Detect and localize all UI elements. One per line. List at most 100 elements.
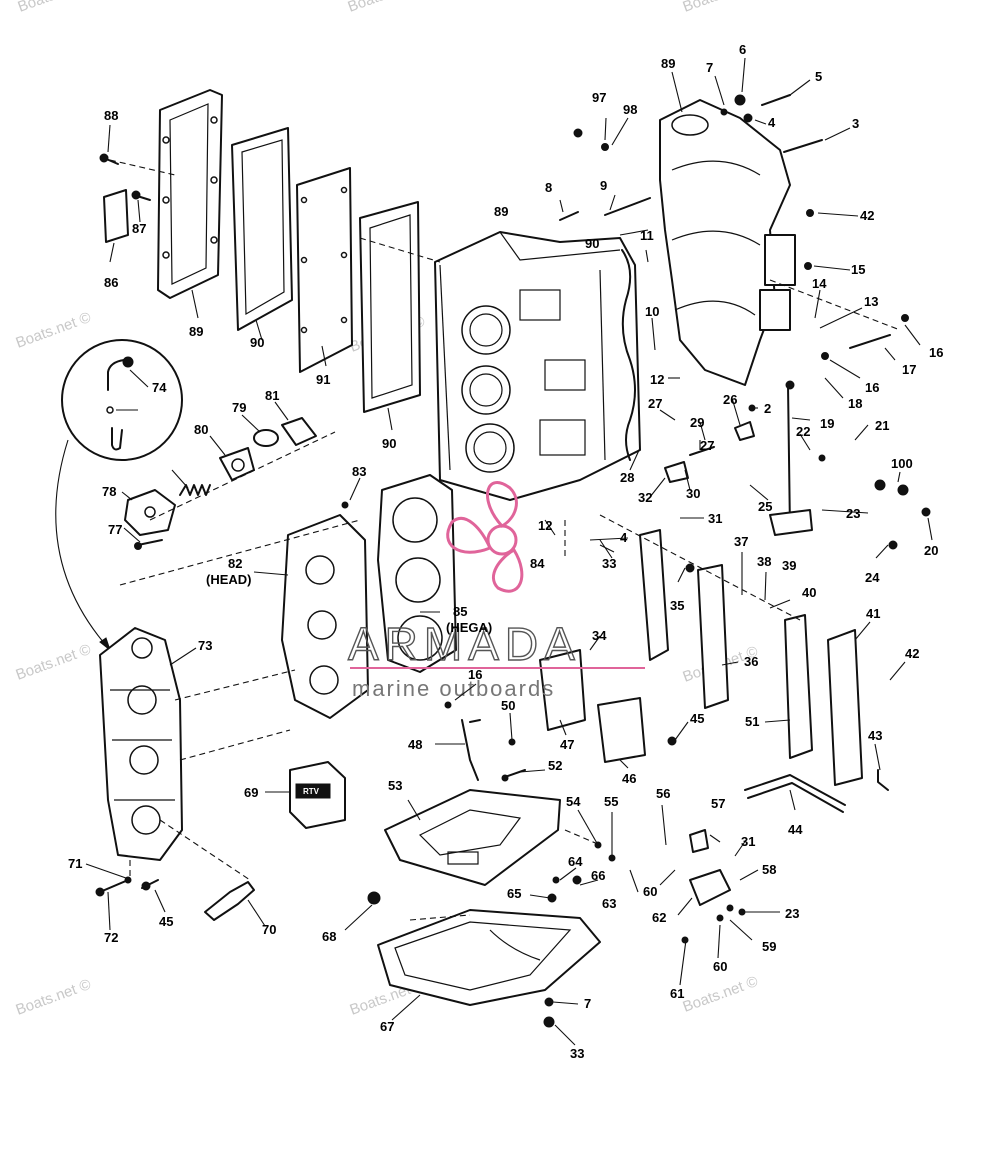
crankcase-cover-97	[659, 99, 796, 386]
callout-16-left: 16	[468, 667, 482, 682]
callout-16-right: 16	[929, 345, 943, 360]
callout-101: 98	[623, 102, 637, 117]
callout-44: 43	[868, 728, 882, 743]
plate-36-41-42	[639, 529, 863, 786]
rtv-box-69: RTV	[289, 761, 346, 829]
callout-27-top: 27	[648, 396, 662, 411]
callout-16-mid: 16	[865, 380, 879, 395]
callout-22: 22	[796, 424, 810, 439]
exhaust-cover-89	[157, 89, 223, 299]
gasket-79	[253, 429, 279, 447]
callout-34: 34	[592, 628, 607, 643]
callout-67: 67	[380, 1019, 394, 1034]
callout-9: 9	[600, 178, 607, 193]
callout-62: 62	[652, 910, 666, 925]
callout-57: 57	[711, 796, 725, 811]
watermark: Boats.net ©	[681, 0, 761, 16]
callout-29: 29	[690, 415, 704, 430]
callout-45: 44	[788, 822, 803, 837]
callout-2: 2	[764, 401, 771, 416]
callout-48: 47	[560, 737, 574, 752]
callout-20: 20	[924, 543, 938, 558]
callout-97-block: 89	[494, 204, 508, 219]
callout-labels: 6 7 89 5 4 3 97 98 8 9 89 90 11 42 15 14…	[68, 42, 943, 1061]
callout-70: 70	[262, 922, 276, 937]
callout-43-right: 42	[905, 646, 919, 661]
screws-3-5-9	[559, 94, 891, 349]
callout-60-lower: 60	[713, 959, 727, 974]
cover-73	[99, 627, 183, 861]
callout-39: 39	[782, 558, 796, 573]
exhaust-gasket-90-second	[359, 201, 421, 413]
link-rod-19	[769, 380, 813, 536]
watermark: Boats.net ©	[346, 0, 426, 16]
callout-89: 89	[189, 324, 203, 339]
callout-21: 21	[875, 418, 889, 433]
callout-73: 73	[198, 638, 212, 653]
callout-6: 6	[739, 42, 746, 57]
propeller-icon	[446, 481, 524, 593]
armada-logo: ARMADA marine outboards	[347, 481, 645, 701]
callout-35: 35	[670, 598, 684, 613]
hose-45	[744, 774, 846, 813]
callout-54: 54	[566, 794, 581, 809]
callout-55: 55	[604, 794, 618, 809]
callout-11: 11	[640, 228, 654, 243]
nut-7-33	[543, 997, 555, 1028]
plug-68	[367, 891, 381, 905]
callout-30: 30	[686, 486, 700, 501]
callout-15: 15	[851, 262, 865, 277]
callout-82: 82	[228, 556, 242, 571]
callout-23-bottom: 23	[785, 906, 799, 921]
callout-27-mid: 27	[700, 438, 714, 453]
callout-13: 13	[864, 294, 878, 309]
logo-tagline: marine outboards	[352, 676, 555, 701]
callout-12-top: 12	[650, 372, 664, 387]
callout-97-top: 89	[661, 56, 675, 71]
callout-88: 88	[104, 108, 118, 123]
callout-25: 25	[758, 499, 772, 514]
callout-84-sub: (HEGA)	[446, 620, 492, 635]
callout-33-bottom: 33	[570, 1046, 584, 1061]
adapter-plate-67	[377, 909, 601, 1006]
cylinder-block-97	[434, 231, 641, 501]
callout-52: 52	[548, 758, 562, 773]
screw-77	[134, 539, 163, 550]
gasket-53	[384, 789, 561, 886]
screws-71-72-46	[95, 876, 159, 897]
bypass-cover-48-47	[539, 649, 646, 763]
callout-60-upper: 60	[643, 884, 657, 899]
watermark: Boats.net ©	[14, 641, 94, 684]
callout-83: 83	[352, 464, 366, 479]
cylinder-head-82	[281, 514, 369, 719]
watermark: Boats.net ©	[14, 309, 94, 352]
callout-72: 72	[104, 930, 118, 945]
callout-86: 86	[104, 275, 118, 290]
screw-52	[501, 769, 526, 782]
callout-65: 65	[507, 886, 521, 901]
thermostat-80	[219, 447, 255, 481]
plate-86	[103, 189, 129, 243]
callout-23-mid: 23	[846, 506, 860, 521]
callout-18: 18	[848, 396, 862, 411]
callout-43-top: 42	[860, 208, 874, 223]
callout-91: 91	[316, 372, 330, 387]
callout-46-bottom: 45	[159, 914, 173, 929]
linkage-26-27-29	[664, 421, 755, 483]
callout-7: 7	[706, 60, 713, 75]
callout-7-bottom: 7	[584, 996, 591, 1011]
callout-90-right: 90	[382, 436, 396, 451]
callout-78: 78	[102, 484, 116, 499]
callout-79: 79	[232, 400, 246, 415]
callout-32: 32	[638, 490, 652, 505]
callout-3: 3	[852, 116, 859, 131]
watermark: Boats.net ©	[14, 976, 94, 1019]
exhaust-divider-plate-91	[296, 167, 353, 373]
callout-66: 66	[591, 868, 605, 883]
callout-41: 51	[745, 714, 759, 729]
assembly-lines	[109, 159, 901, 921]
screw-88	[99, 153, 119, 165]
callout-4-top: 4	[768, 115, 776, 130]
callout-100: 97	[592, 90, 606, 105]
